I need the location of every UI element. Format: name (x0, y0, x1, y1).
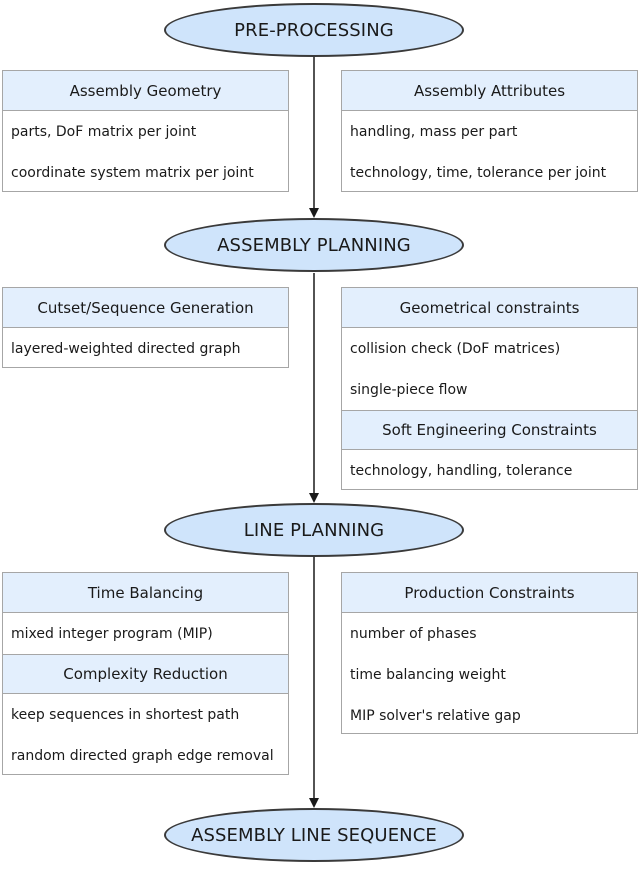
assembly-attributes-title: Assembly Attributes (342, 71, 637, 111)
stage-preprocessing-label: PRE-PROCESSING (234, 19, 394, 41)
assembly-geometry-item: coordinate system matrix per joint (11, 164, 254, 181)
time-balancing-panel: Time Balancing mixed integer program (MI… (2, 572, 289, 775)
stage-assembly-planning: ASSEMBLY PLANNING (164, 218, 464, 272)
geometrical-constraints-title: Geometrical constraints (342, 288, 637, 328)
production-constraints-title: Production Constraints (342, 573, 637, 613)
assembly-attributes-item: technology, time, tolerance per joint (350, 164, 607, 181)
cutset-generation-item: layered-weighted directed graph (11, 340, 241, 357)
assembly-geometry-panel: Assembly Geometry parts, DoF matrix per … (2, 70, 289, 192)
complexity-reduction-item: random directed graph edge removal (11, 747, 274, 764)
stage-preprocessing: PRE-PROCESSING (164, 3, 464, 57)
production-constraints-item: MIP solver's relative gap (350, 707, 521, 724)
stage-assembly-line-sequence: ASSEMBLY LINE SEQUENCE (164, 808, 464, 862)
stage-line-planning: LINE PLANNING (164, 503, 464, 557)
soft-engineering-constraints-item: technology, handling, tolerance (350, 462, 573, 479)
geometrical-constraints-item: single-piece flow (350, 381, 468, 398)
assembly-geometry-title: Assembly Geometry (3, 71, 288, 111)
assembly-geometry-item: parts, DoF matrix per joint (11, 123, 197, 140)
complexity-reduction-title: Complexity Reduction (3, 654, 288, 694)
stage-line-planning-label: LINE PLANNING (243, 519, 385, 541)
stage-assembly-line-sequence-label: ASSEMBLY LINE SEQUENCE (191, 824, 437, 846)
time-balancing-title: Time Balancing (3, 573, 288, 613)
stage-assembly-planning-label: ASSEMBLY PLANNING (217, 234, 411, 256)
production-constraints-item: number of phases (350, 625, 477, 642)
assembly-attributes-item: handling, mass per part (350, 123, 518, 140)
complexity-reduction-item: keep sequences in shortest path (11, 706, 240, 723)
soft-engineering-constraints-title: Soft Engineering Constraints (342, 410, 637, 450)
geometrical-constraints-panel: Geometrical constraints collision check … (341, 287, 638, 490)
assembly-attributes-panel: Assembly Attributes handling, mass per p… (341, 70, 638, 192)
production-constraints-item: time balancing weight (350, 666, 506, 683)
production-constraints-panel: Production Constraints number of phases … (341, 572, 638, 734)
cutset-generation-title: Cutset/Sequence Generation (3, 288, 288, 328)
time-balancing-item: mixed integer program (MIP) (11, 625, 213, 642)
cutset-generation-panel: Cutset/Sequence Generation layered-weigh… (2, 287, 289, 368)
geometrical-constraints-item: collision check (DoF matrices) (350, 340, 561, 357)
